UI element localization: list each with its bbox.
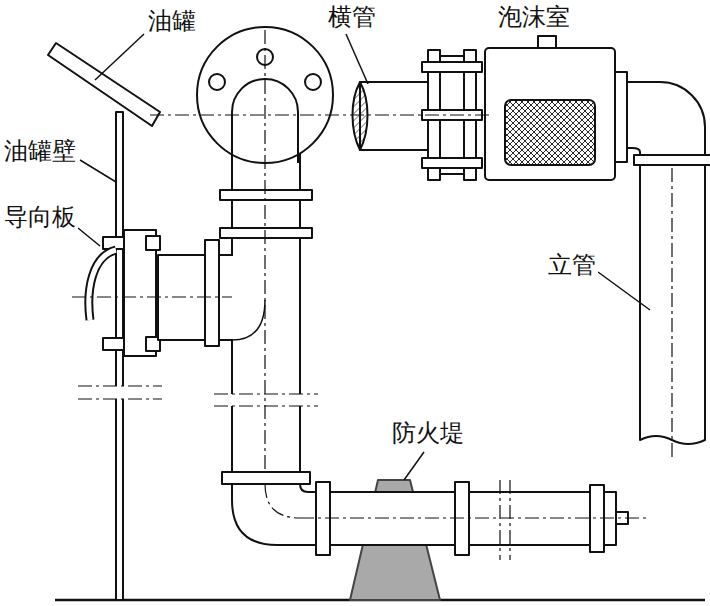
leader-lines-part [598,272,650,310]
inlet-stub-part [205,240,219,346]
leader-lines-part [78,228,100,246]
leader-lines-part [95,34,144,80]
top-flange-part [305,74,321,90]
tank-wall-part [78,385,162,386]
elbow-centerline [265,484,300,518]
foam-chamber-part [538,36,556,48]
pipe-bands-part [220,228,312,238]
bottom-break [497,480,512,560]
part-label: 油罐 [146,8,198,36]
centerline [671,168,672,460]
part-label: 防火堤 [390,420,466,448]
foam-chamber [485,36,627,180]
riser-band [634,155,710,165]
wall-flange-part [146,236,160,250]
pipe-bands-part [222,472,310,484]
guide-plate [89,250,116,320]
inlet-stub-part [219,254,232,256]
foam-chamber-part [615,72,627,162]
chamber-flange-part [422,62,482,72]
leader-lines-part [346,34,368,84]
tank-wall-part [110,386,130,399]
horizontal-pipe [360,82,430,150]
centerline [264,30,265,470]
foam-chamber-part [505,100,595,165]
tank-wall-part [78,398,162,399]
tank-wall [78,112,162,600]
chamber-elbow [627,82,705,158]
guide-plate-part [89,250,116,320]
centerline [72,296,232,297]
inlet-stub-part [219,339,232,341]
leader-lines-part [404,452,424,480]
inlet-stub-part [232,300,265,340]
pipe-cut-end [353,82,368,150]
foam-chamber-part [485,48,615,180]
break-mark-part [230,394,302,406]
part-label: 立管 [546,252,598,280]
centerline [300,517,646,518]
tank-roof [48,43,160,126]
tank-wall-part [116,112,123,600]
break-mark-part [214,393,318,394]
guide-plate-part [89,250,116,320]
part-label: 横管 [326,4,378,32]
chamber-flange-part [422,158,482,168]
part-label: 导向板 [2,204,78,232]
part-label: 泡沫室 [496,4,572,32]
leader-lines [78,34,650,480]
leader-lines-part [80,160,116,182]
bottom-break-part [499,480,500,560]
inlet-stub [158,240,265,346]
pipe-illustration-part [48,27,710,600]
bottom-break-part [509,480,510,560]
pipe-bands-part [220,190,312,200]
bottom-elbow [232,484,318,545]
top-flange-part [209,74,225,90]
centerline [150,114,490,115]
pipe-bands [220,190,312,484]
wall-flange-part [103,338,124,350]
break-mark [214,394,318,406]
break-mark-part [214,405,318,406]
part-label: 油罐壁 [2,138,78,166]
